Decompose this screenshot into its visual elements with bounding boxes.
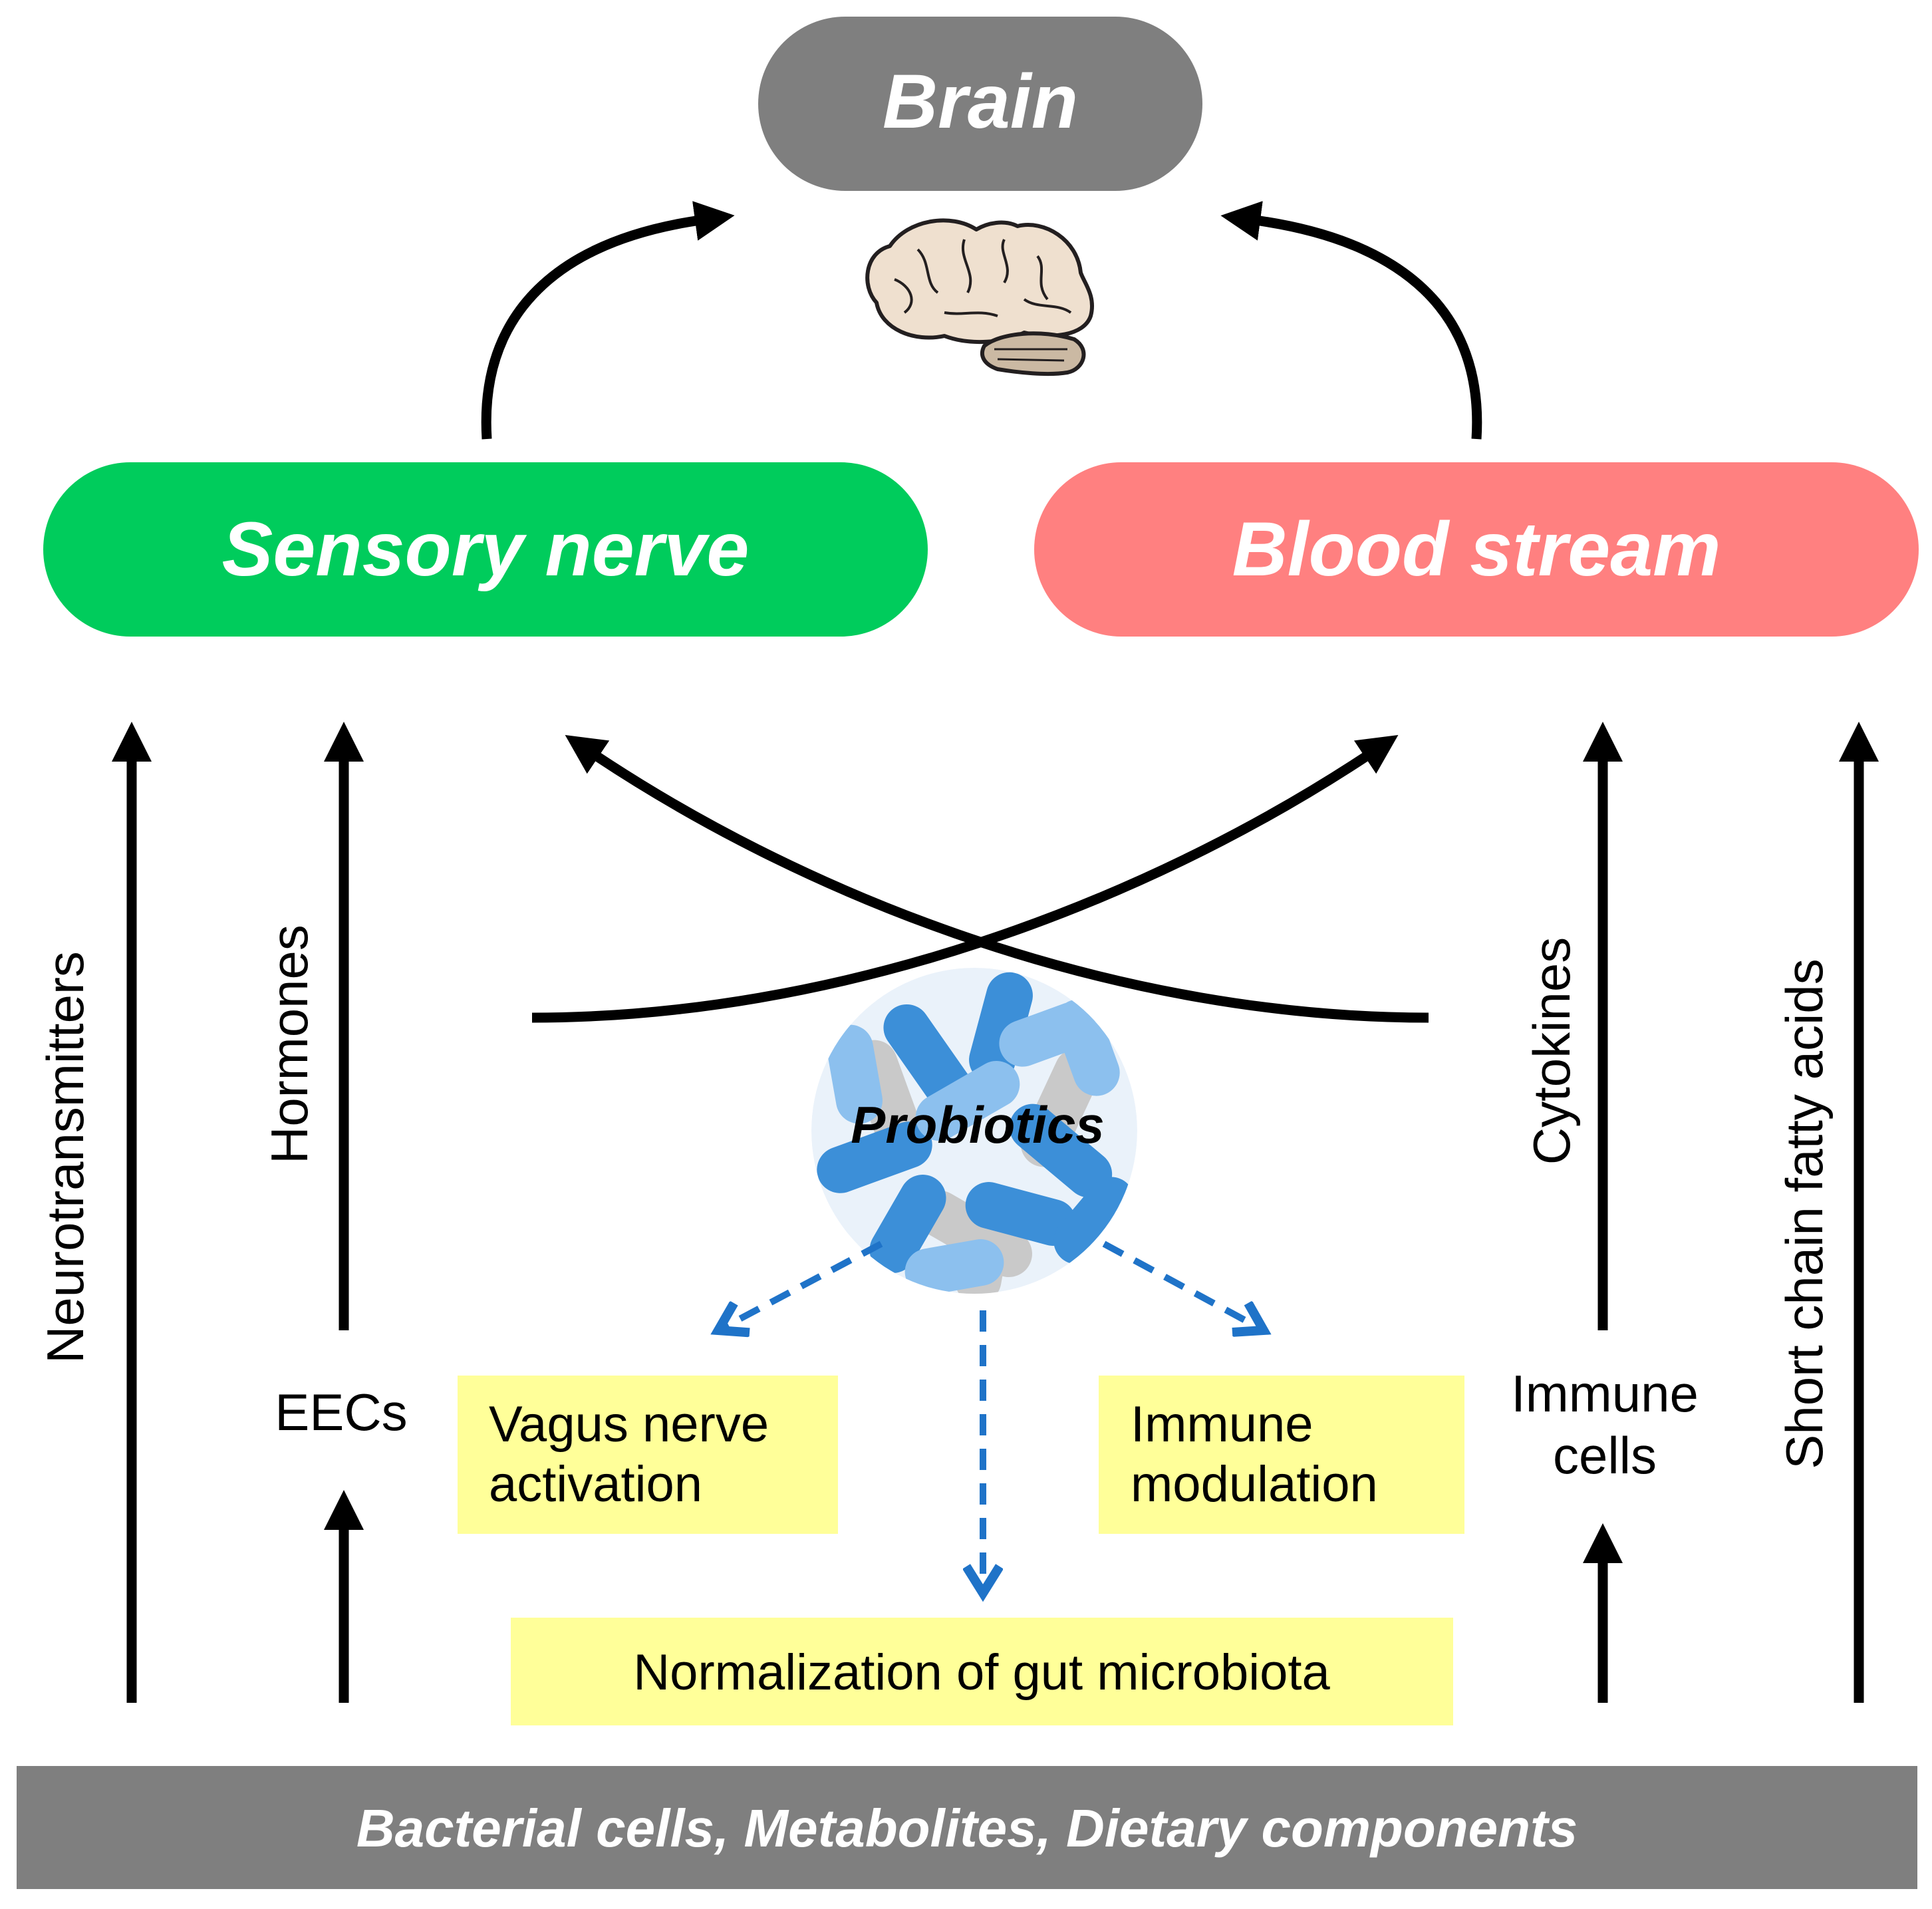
normalization-label: Normalization of gut microbiota bbox=[633, 1644, 1330, 1701]
arrow-cross-to-sensory bbox=[565, 734, 1429, 1023]
brain-icon bbox=[865, 218, 1094, 376]
blood-stream-node: Blood stream bbox=[1034, 462, 1919, 637]
immune-cells-label-line2: cells bbox=[1553, 1426, 1657, 1485]
dashed-arrow-immune bbox=[1102, 1241, 1264, 1330]
probiotics-label: Probiotics bbox=[851, 1096, 1104, 1154]
hormones-label: Hormones bbox=[260, 925, 319, 1164]
immune-mod-line2: modulation bbox=[1131, 1456, 1378, 1513]
scfa-label: Short chain fatty acids bbox=[1775, 958, 1834, 1469]
dashed-arrow-vagus bbox=[718, 1241, 883, 1330]
blood-stream-label: Blood stream bbox=[1232, 507, 1721, 592]
bacteria-cluster-icon bbox=[811, 968, 1137, 1294]
sensory-nerve-label: Sensory nerve bbox=[222, 507, 750, 592]
immune-modulation-box: Immune modulation bbox=[1099, 1376, 1464, 1534]
sensory-nerve-node: Sensory nerve bbox=[43, 462, 928, 637]
normalization-box: Normalization of gut microbiota bbox=[511, 1618, 1453, 1725]
brain-node: Brain bbox=[758, 17, 1202, 191]
arrow-blood-to-brain bbox=[1220, 201, 1482, 440]
cytokines-label: Cytokines bbox=[1522, 937, 1581, 1165]
base-bar: Bacterial cells, Metabolites, Dietary co… bbox=[17, 1766, 1917, 1889]
vagus-line2: activation bbox=[489, 1456, 702, 1513]
neurotransmitters-label: Neurotransmitters bbox=[36, 951, 94, 1364]
vagus-line1: Vagus nerve bbox=[489, 1396, 769, 1453]
eecs-label: EECs bbox=[275, 1383, 407, 1441]
base-label: Bacterial cells, Metabolites, Dietary co… bbox=[356, 1799, 1578, 1858]
brain-label: Brain bbox=[883, 59, 1078, 144]
arrow-sensory-to-brain bbox=[481, 201, 735, 440]
vagus-activation-box: Vagus nerve activation bbox=[458, 1376, 838, 1534]
immune-mod-line1: Immune bbox=[1131, 1396, 1313, 1453]
immune-cells-label-line1: Immune bbox=[1511, 1364, 1699, 1423]
